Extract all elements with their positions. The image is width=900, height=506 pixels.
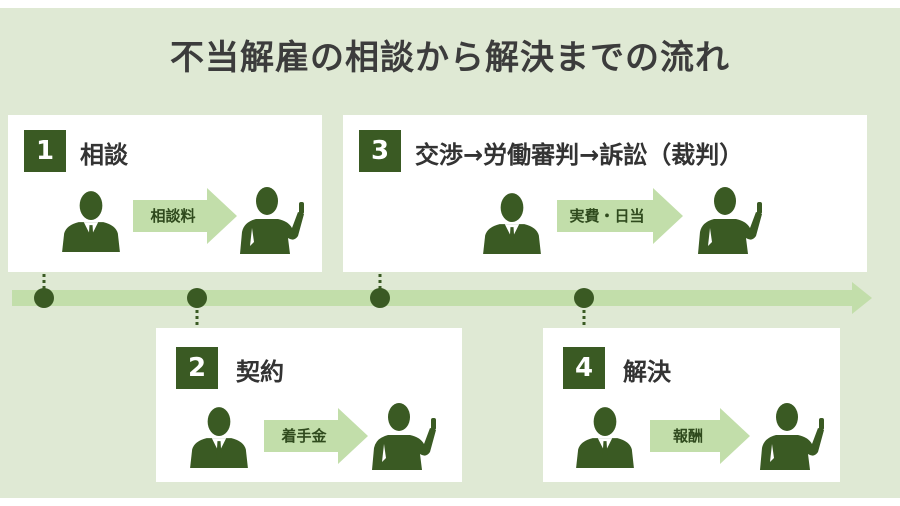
right-arrow-icon bbox=[557, 188, 683, 244]
page-title: 不当解雇の相談から解決までの流れ bbox=[170, 38, 730, 78]
step-label-3: 交渉→労働審判→訴訟（裁判） bbox=[415, 141, 744, 169]
step-number-3: 3 bbox=[359, 130, 401, 172]
lawyer-pointing-icon bbox=[240, 187, 304, 254]
lawyer-pointing-icon bbox=[698, 187, 762, 254]
right-arrow-icon bbox=[264, 408, 368, 464]
step-number-4: 4 bbox=[563, 347, 605, 389]
lawyer-pointing-icon bbox=[372, 403, 436, 470]
step-card-3: 3 交渉→労働審判→訴訟（裁判） bbox=[343, 115, 867, 272]
step-number-1: 1 bbox=[24, 130, 66, 172]
businessman-icon bbox=[190, 407, 248, 468]
step-label-4: 解決 bbox=[623, 358, 671, 386]
arrow-label-4: 報酬 bbox=[672, 427, 703, 445]
step-label-1: 相談 bbox=[80, 141, 128, 169]
step-label-2: 契約 bbox=[236, 358, 284, 386]
businessman-icon bbox=[483, 193, 541, 254]
timeline-arrow bbox=[12, 282, 872, 314]
right-arrow-icon bbox=[133, 188, 237, 244]
businessman-icon bbox=[62, 191, 120, 252]
arrow-label-3: 実費・日当 bbox=[569, 207, 645, 225]
lawyer-pointing-icon bbox=[760, 403, 824, 470]
businessman-icon bbox=[576, 407, 634, 468]
step-number-2: 2 bbox=[176, 347, 218, 389]
arrow-label-1: 相談料 bbox=[150, 207, 196, 225]
arrow-label-2: 着手金 bbox=[281, 427, 327, 445]
right-arrow-icon bbox=[650, 408, 750, 464]
